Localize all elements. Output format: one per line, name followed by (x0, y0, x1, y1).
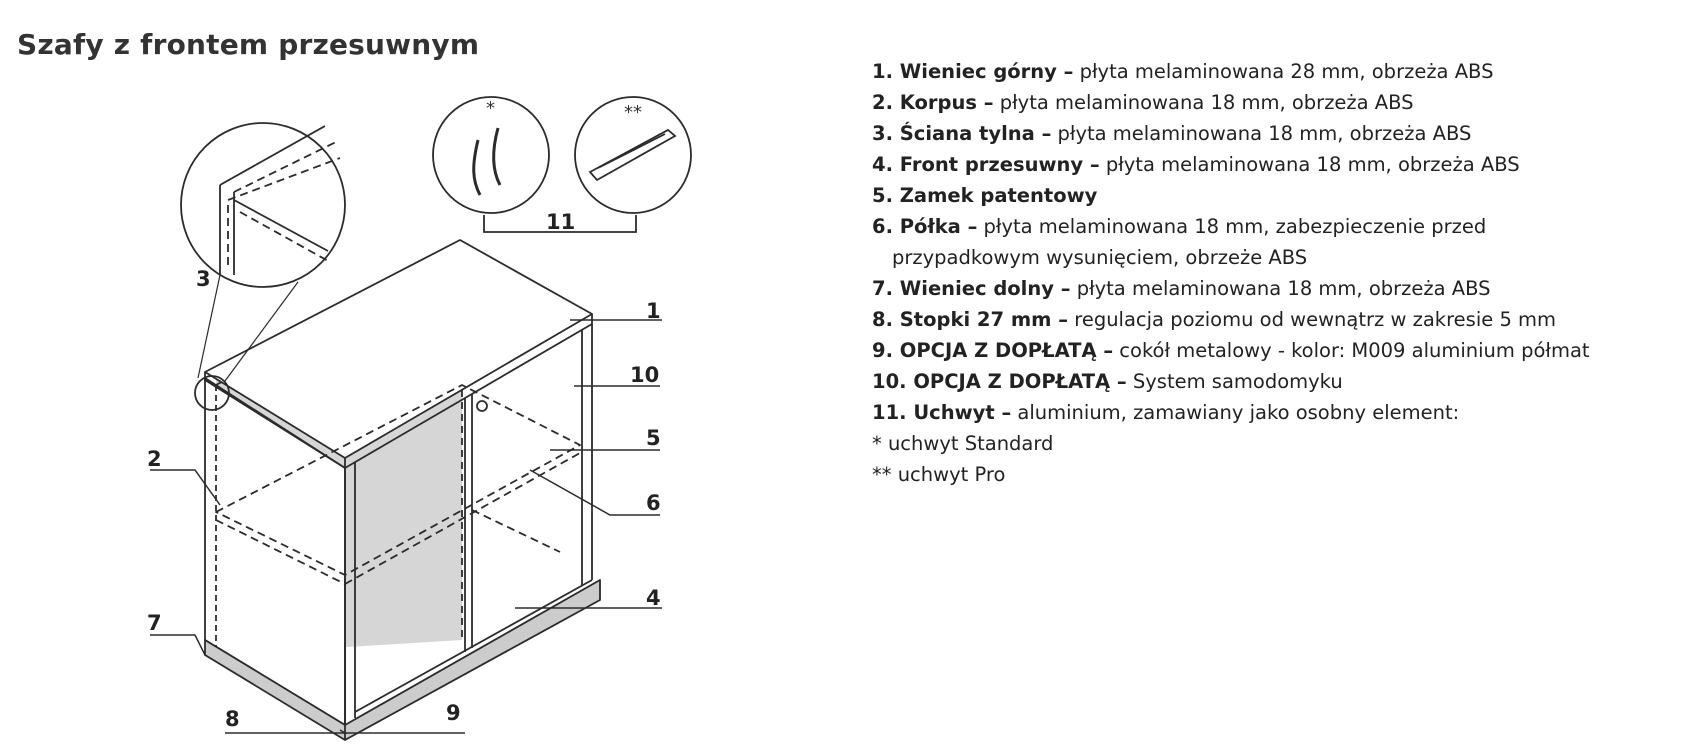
legend-item-7: 7. Wieniec dolny – płyta melaminowana 18… (872, 277, 1491, 300)
legend-item-10: 10. OPCJA Z DOPŁATĄ – System samodomyku (872, 370, 1343, 393)
shelf (215, 384, 581, 576)
callout-8: 8 (225, 707, 240, 731)
handle-bracket (483, 215, 637, 233)
handle-pro-circle (574, 96, 692, 214)
legend-note-standard: * uchwyt Standard (872, 432, 1054, 455)
callout-2: 2 (147, 447, 162, 471)
legend-item-5: 5. Zamek patentowy (872, 184, 1098, 207)
legend-item-11: 11. Uchwyt – aluminium, zamawiany jako o… (872, 401, 1460, 424)
legend-item-3: 3. Ściana tylna – płyta melaminowana 18 … (872, 122, 1472, 145)
callout-11: 11 (546, 210, 575, 234)
callout-5: 5 (646, 426, 661, 450)
callout-3: 3 (196, 267, 211, 291)
parts-legend: 1. Wieniec górny – płyta melaminowana 28… (872, 56, 1662, 490)
legend-note-pro: ** uchwyt Pro (872, 463, 1006, 486)
detail-zoom (180, 122, 346, 288)
handle-standard-circle (432, 96, 550, 214)
legend-item-6: 6. Półka – płyta melaminowana 18 mm, zab… (872, 215, 1487, 238)
callout-10: 10 (630, 363, 659, 387)
handle-standard-marker: * (486, 98, 495, 119)
callout-4: 4 (646, 586, 661, 610)
legend-item-6-continuation: przypadkowym wysunięciem, obrzeże ABS (892, 246, 1308, 269)
callout-1: 1 (646, 299, 661, 323)
callout-7: 7 (147, 611, 162, 635)
cabinet-diagram: * ** 1 2 3 4 5 6 7 8 9 10 11 (147, 96, 692, 741)
lock-icon (476, 400, 488, 412)
legend-item-9: 9. OPCJA Z DOPŁATĄ – cokół metalowy - ko… (872, 339, 1590, 362)
cabinet-drawing (194, 239, 601, 741)
legend-item-8: 8. Stopki 27 mm – regulacja poziomu od w… (872, 308, 1557, 331)
legend-item-4: 4. Front przesuwny – płyta melaminowana … (872, 153, 1520, 176)
callout-6: 6 (646, 491, 661, 515)
page-title: Szafy z frontem przesuwnym (17, 28, 480, 61)
legend-item-2: 2. Korpus – płyta melaminowana 18 mm, ob… (872, 91, 1414, 114)
handle-pro-marker: ** (624, 102, 642, 123)
legend-item-1: 1. Wieniec górny – płyta melaminowana 28… (872, 60, 1494, 83)
detail-anchor-circle (194, 375, 230, 411)
callout-9: 9 (446, 701, 461, 725)
